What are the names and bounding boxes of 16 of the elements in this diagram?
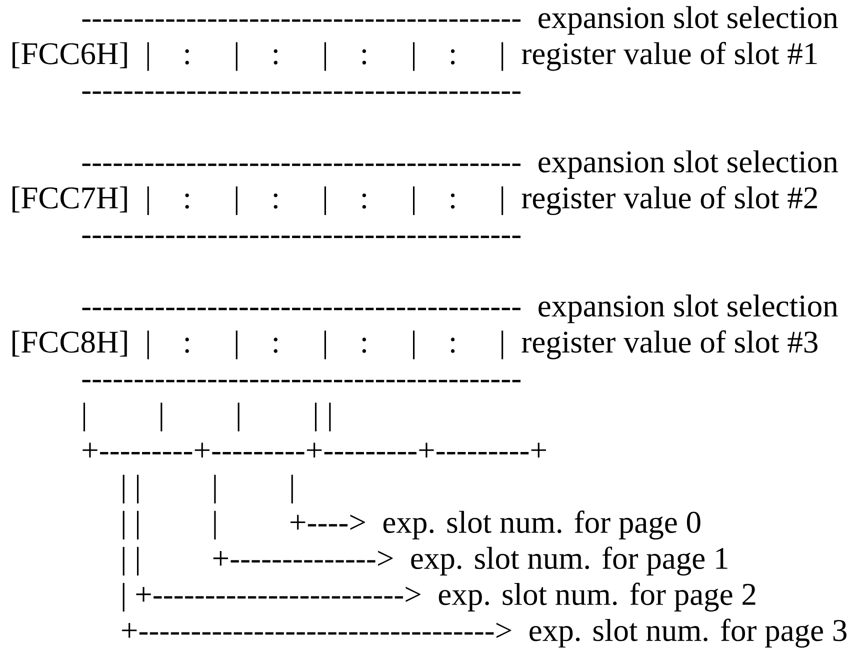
ascii-text-line: | | +--------------> exp. slot num. for page 1 xyxy=(122,546,728,576)
ascii-text-line: | | | | | xyxy=(83,402,331,432)
ascii-text-line: | | | | xyxy=(122,474,293,504)
ascii-text-line: | | | +----> exp. slot num. for page 0 xyxy=(122,510,700,540)
ascii-text-line: +---------+---------+---------+---------+ xyxy=(82,442,546,458)
ascii-text-line: [FCC6H] | : | : | : | : | register value of slot #1 xyxy=(12,42,817,71)
ascii-text-line: ------------------------------------------ expansion slot selection xyxy=(82,150,838,179)
ascii-text-line: ------------------------------------------ xyxy=(82,236,520,238)
ascii-text-line: ------------------------------------------ expansion slot selection xyxy=(82,6,838,35)
ascii-text-line: [FCC8H] | : | : | : | : | register value of slot #3 xyxy=(12,330,818,360)
ascii-text-line: ------------------------------------------ expansion slot selection xyxy=(82,294,838,324)
ascii-text-line: +----------------------------------> exp. slot num. for page 3 xyxy=(122,618,846,648)
ascii-text-line: ------------------------------------------ xyxy=(82,380,520,382)
ascii-text-line: | +------------------------> exp. slot num. for page 2 xyxy=(122,582,756,612)
ascii-text-line: ------------------------------------------ xyxy=(82,92,520,94)
ascii-text-line: [FCC7H] | : | : | : | : | register value of slot #2 xyxy=(12,186,817,216)
